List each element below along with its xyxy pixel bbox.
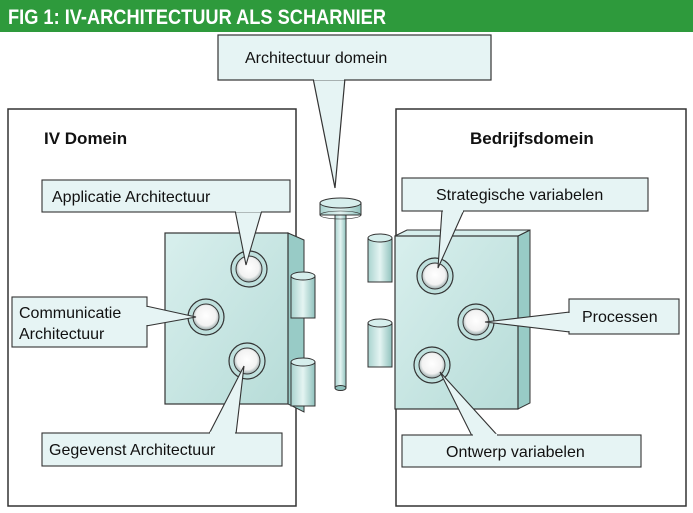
architecture-domain-label: Architectuur domein bbox=[245, 50, 387, 67]
applicatie-architectuur-label: Applicatie Architectuur bbox=[52, 189, 211, 206]
callout-strategische-variabelen: Strategische variabelen bbox=[401, 177, 649, 269]
processen-label: Processen bbox=[582, 309, 658, 326]
callout-ontwerp-variabelen: Ontwerp variabelen bbox=[401, 371, 642, 468]
iv-domain-title: IV Domein bbox=[44, 129, 127, 148]
callout-gegevenst-architectuur: Gegevenst Architectuur bbox=[41, 365, 283, 467]
callout-applicatie-architectuur: Applicatie Architectuur bbox=[41, 179, 291, 266]
strategische-variabelen-label: Strategische variabelen bbox=[436, 187, 603, 204]
business-domain-title: Bedrijfsdomein bbox=[470, 129, 594, 148]
communicatie-label-line2: Architectuur bbox=[19, 326, 105, 343]
gegevenst-architectuur-label: Gegevenst Architectuur bbox=[49, 442, 216, 459]
communicatie-label-line1: Communicatie bbox=[19, 305, 121, 322]
figure-title: FIG 1: IV-ARCHITECTUUR ALS SCHARNIER bbox=[8, 6, 386, 29]
callout-communicatie-architectuur: Communicatie Architectuur bbox=[11, 296, 197, 348]
callout-processen: Processen bbox=[484, 298, 680, 335]
hinge-pin bbox=[319, 197, 362, 391]
ontwerp-variabelen-label: Ontwerp variabelen bbox=[446, 444, 585, 461]
architecture-domain-callout: Architectuur domein bbox=[217, 34, 492, 189]
header-bar bbox=[0, 0, 693, 32]
